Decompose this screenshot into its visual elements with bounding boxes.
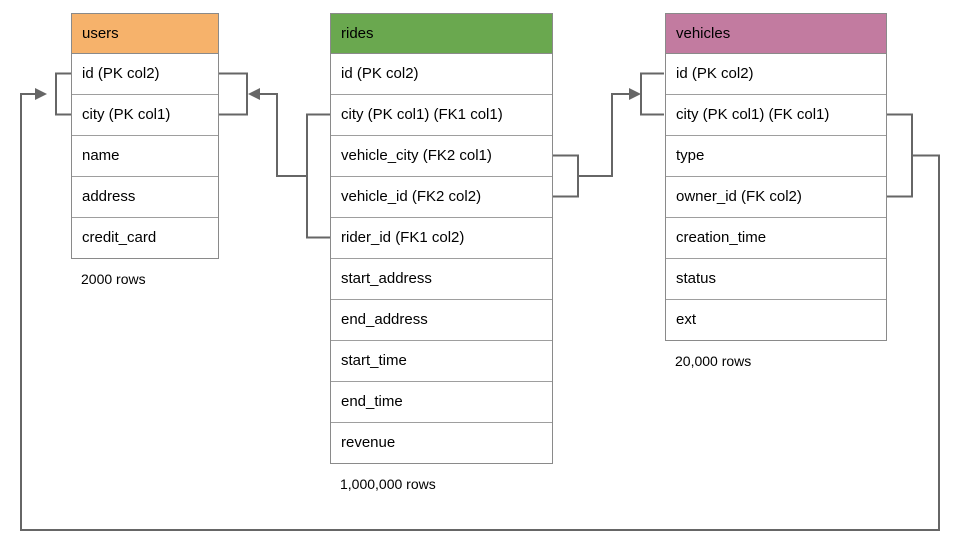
column-row: id (PK col2) (72, 54, 218, 94)
fk-vehicles-users-line (20, 93, 940, 531)
table-header-rides: rides (331, 14, 552, 54)
table-box: users id (PK col2) city (PK col1) name a… (71, 13, 219, 259)
fk1-arrowhead-icon (248, 88, 260, 100)
users-pk-right-bracket (219, 72, 248, 116)
fk2-arrowhead-icon (629, 88, 641, 100)
column-row: end_address (331, 299, 552, 340)
row-count-label: 1,000,000 rows (340, 476, 436, 492)
column-row: start_time (331, 340, 552, 381)
table-header-users: users (72, 14, 218, 54)
column-row: revenue (331, 422, 552, 463)
vehicles-fk-bracket (887, 113, 913, 198)
rides-fk2-bracket (553, 154, 579, 198)
column-row: credit_card (72, 217, 218, 258)
column-row: ext (666, 299, 886, 340)
table-rides: rides id (PK col2) city (PK col1) (FK1 c… (330, 13, 553, 492)
users-pk-left-bracket (55, 72, 71, 116)
column-row: name (72, 135, 218, 176)
column-row: start_address (331, 258, 552, 299)
column-row: type (666, 135, 886, 176)
column-row: address (72, 176, 218, 217)
vehicles-pk-bracket (640, 72, 664, 116)
column-row: city (PK col1) (72, 94, 218, 135)
column-row: rider_id (FK1 col2) (331, 217, 552, 258)
column-row: vehicle_city (FK2 col1) (331, 135, 552, 176)
rides-fk1-bracket (306, 113, 330, 239)
column-row: id (PK col2) (331, 54, 552, 94)
fk1-rides-users-line (260, 93, 307, 177)
fk2-rides-vehicles-line (578, 93, 629, 177)
table-box: vehicles id (PK col2) city (PK col1) (FK… (665, 13, 887, 341)
column-row: vehicle_id (FK2 col2) (331, 176, 552, 217)
table-users: users id (PK col2) city (PK col1) name a… (71, 13, 219, 287)
column-row: creation_time (666, 217, 886, 258)
table-header-vehicles: vehicles (666, 14, 886, 54)
fk-arrowhead-icon (35, 88, 47, 100)
column-row: status (666, 258, 886, 299)
table-vehicles: vehicles id (PK col2) city (PK col1) (FK… (665, 13, 887, 369)
column-row: id (PK col2) (666, 54, 886, 94)
column-row: city (PK col1) (FK col1) (666, 94, 886, 135)
table-box: rides id (PK col2) city (PK col1) (FK1 c… (330, 13, 553, 464)
row-count-label: 20,000 rows (675, 353, 752, 369)
row-count-label: 2000 rows (81, 271, 146, 287)
column-row: city (PK col1) (FK1 col1) (331, 94, 552, 135)
column-row: end_time (331, 381, 552, 422)
column-row: owner_id (FK col2) (666, 176, 886, 217)
